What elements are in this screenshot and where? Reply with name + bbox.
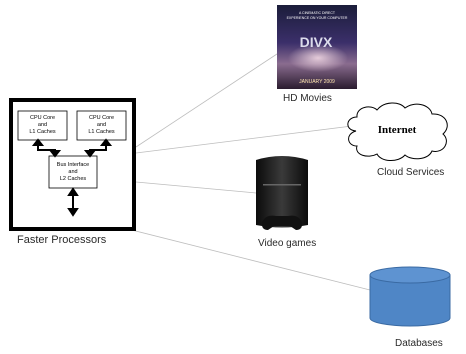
- core1-arrowhead-down: [48, 150, 62, 158]
- system-arrowhead-up: [67, 187, 79, 196]
- cpu-core-1-box: [17, 110, 68, 141]
- cloud-services-label: Cloud Services: [377, 167, 445, 178]
- core1-arrowhead-up: [31, 138, 45, 146]
- connector-to-databases: [99, 221, 371, 291]
- video-games-label: Video games: [258, 238, 317, 249]
- core2-arrowhead-down: [83, 150, 97, 158]
- poster-logo: DIVX: [300, 34, 333, 50]
- connector-to-movies: [135, 51, 281, 148]
- connector-to-games: [135, 181, 257, 194]
- poster-glow: [288, 44, 348, 72]
- cpu-core-2-box: [76, 110, 127, 141]
- system-arrowhead-down: [67, 208, 79, 217]
- cylinder-body: [369, 274, 451, 327]
- game-console: [256, 156, 308, 230]
- core2-arrowhead-up: [99, 138, 113, 146]
- bus-arrows: [31, 138, 113, 217]
- l2-cache-line2: and: [68, 169, 77, 175]
- controller-icon: [261, 215, 303, 230]
- connector-lines: [99, 51, 371, 291]
- cpu-core-2-line1: CPU Core: [89, 115, 114, 121]
- cpu-core-1-line1: CPU Core: [30, 115, 55, 121]
- connector-to-cloud: [135, 125, 353, 154]
- poster-date: JANUARY 2009: [299, 79, 335, 85]
- poster-tagline-1: A CINEMATIC DIRECT: [299, 11, 336, 15]
- cpu-core-1-line3: L1 Caches: [29, 129, 56, 135]
- l2-cache-line3: L2 Caches: [60, 176, 87, 182]
- console-body: [256, 156, 308, 228]
- database-cylinder-icon: [369, 266, 451, 327]
- cloud-outline: [347, 102, 448, 161]
- cylinder-top: [369, 266, 451, 284]
- cloud-shape: Internet: [347, 102, 448, 161]
- cpu-core-1-line2: and: [38, 122, 47, 128]
- cpu-core-2-line3: L1 Caches: [88, 129, 115, 135]
- processor-diagram: CPU Core and L1 Caches CPU Core and L1 C…: [9, 98, 136, 231]
- l2-cache-line1: Bus Interface: [57, 162, 89, 168]
- console-slot: [263, 184, 301, 186]
- poster-tagline-2: EXPERIENCE ON YOUR COMPUTER: [287, 16, 348, 20]
- hd-movie-poster: A CINEMATIC DIRECT EXPERIENCE ON YOUR CO…: [277, 5, 357, 89]
- cpu-core-2-line2: and: [97, 122, 106, 128]
- hd-movies-label: HD Movies: [283, 93, 332, 104]
- databases-label: Databases: [395, 338, 443, 349]
- faster-processors-label: Faster Processors: [17, 234, 107, 246]
- cloud-text: Internet: [378, 124, 417, 136]
